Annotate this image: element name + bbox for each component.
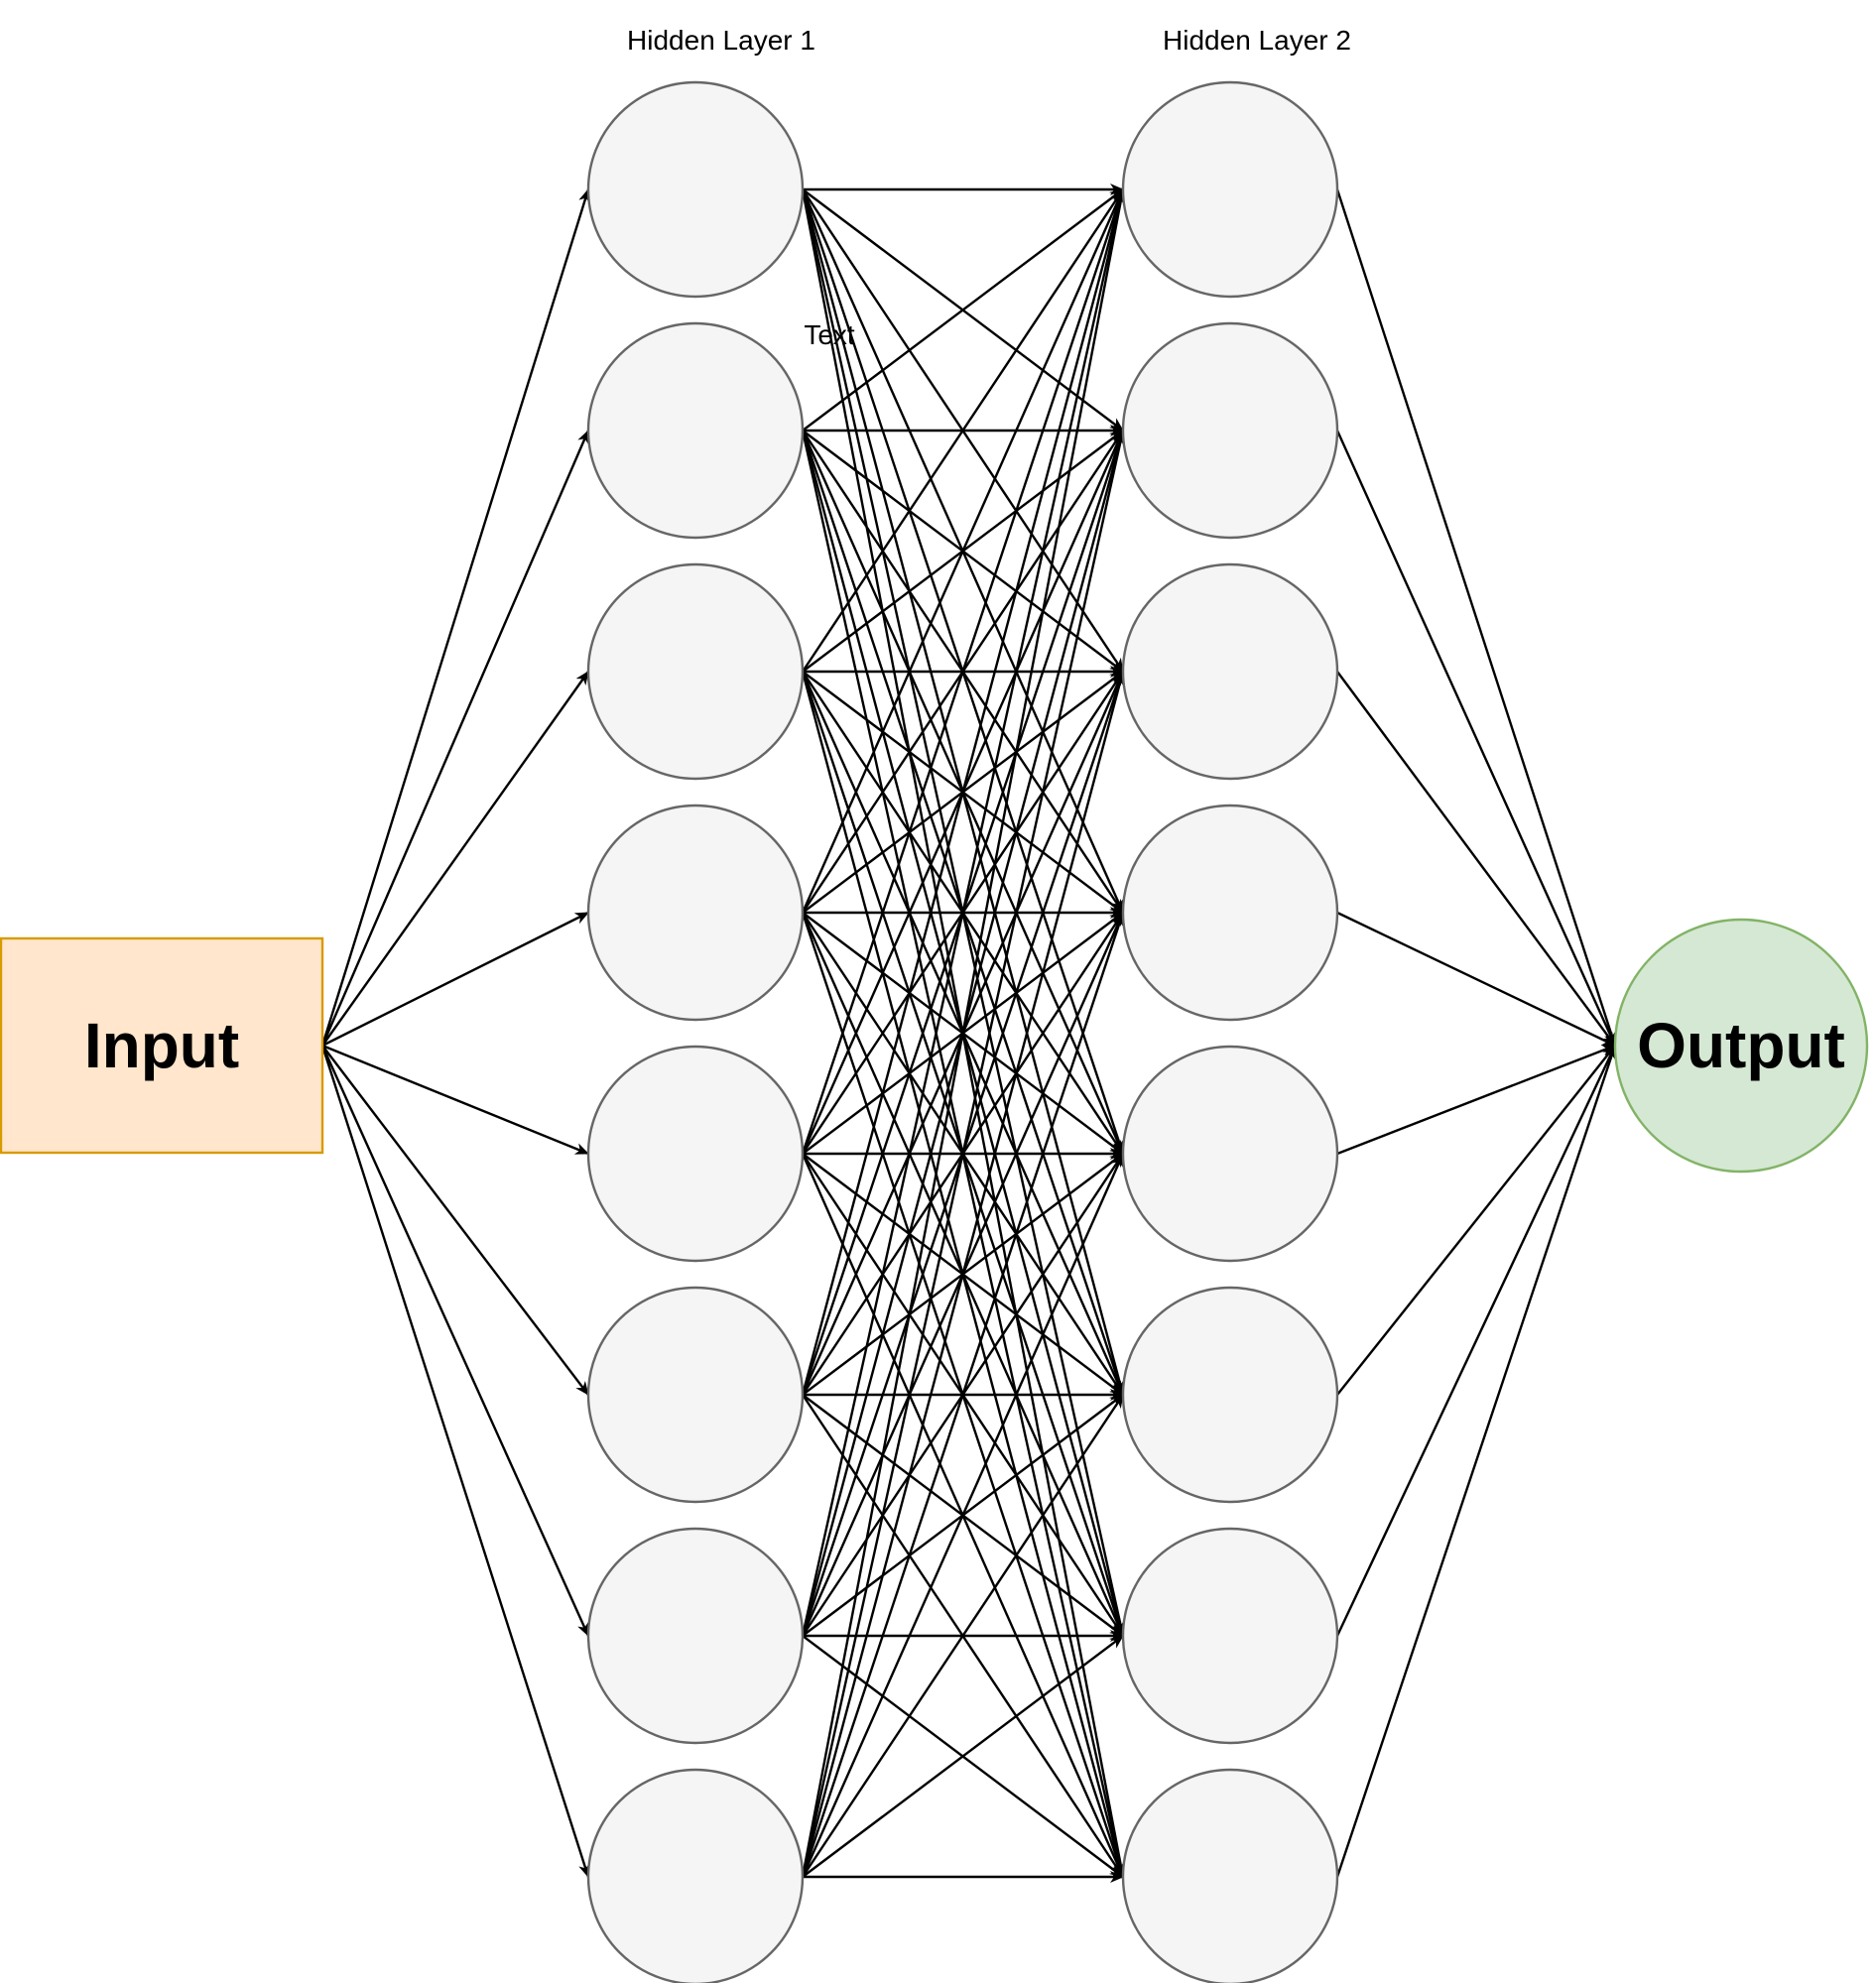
edge-input-to-h1-6	[321, 1045, 589, 1396]
hidden-layer-1-neuron-2[interactable]	[586, 321, 805, 540]
edge-h1-8-to-h2-6	[802, 1394, 1124, 1878]
edge-h2-8-to-output	[1335, 1045, 1617, 1878]
hidden-layer-2-neuron-5[interactable]	[1121, 1045, 1339, 1263]
hidden-layer-1-neuron-8[interactable]	[586, 1768, 805, 1983]
edge-h1-5-to-h2-1	[801, 188, 1125, 1155]
hidden-layer-2-neuron-8[interactable]	[1121, 1768, 1339, 1983]
edge-h2-5-to-output	[1336, 1044, 1616, 1156]
hidden-layer-1	[586, 80, 805, 1983]
edge-h1-8-to-h2-5	[801, 1153, 1125, 1878]
hidden-layer-2-neuron-6[interactable]	[1121, 1286, 1339, 1504]
edge-h1-4-to-h2-1	[801, 188, 1125, 914]
edge-h1-8-to-h2-3	[801, 671, 1126, 1878]
connections	[320, 184, 1617, 1883]
edge-h1-7-to-h2-1	[801, 188, 1127, 1637]
edge-h1-6-to-h2-1	[801, 188, 1126, 1396]
hidden-layer-1-neuron-3[interactable]	[586, 562, 805, 781]
edge-h2-1-to-output	[1335, 188, 1617, 1047]
hidden-layer-2-neuron-1[interactable]	[1121, 80, 1339, 299]
input-node[interactable]	[0, 936, 324, 1155]
edge-h2-4-to-output	[1336, 911, 1616, 1048]
hidden-layer-1-neuron-4[interactable]	[586, 804, 805, 1022]
hidden-layer-1-title: Hidden Layer 1	[627, 25, 815, 56]
edge-h1-8-to-h2-4	[801, 912, 1125, 1878]
hidden-layer-2-neuron-3[interactable]	[1121, 562, 1339, 781]
edge-h2-2-to-output	[1335, 430, 1617, 1047]
edge-h1-8-to-h2-1	[801, 188, 1127, 1878]
edge-h1-2-to-h2-1	[802, 188, 1124, 432]
hidden-layer-2-neuron-2[interactable]	[1121, 321, 1339, 540]
edge-input-to-h1-3	[321, 671, 589, 1047]
input-label: Input	[84, 1010, 239, 1081]
stray-text-label: Text	[804, 319, 855, 350]
hidden-layer-1-neuron-1[interactable]	[586, 80, 805, 299]
edge-h1-8-to-h2-2	[801, 430, 1127, 1878]
hidden-layer-1-neuron-5[interactable]	[586, 1045, 805, 1263]
edge-h1-8-to-h2-7	[802, 1635, 1124, 1878]
edge-h2-6-to-output	[1336, 1045, 1616, 1396]
hidden-layer-2-title: Hidden Layer 2	[1163, 25, 1351, 56]
edge-input-to-h1-8	[320, 1045, 590, 1878]
edge-input-to-h1-4	[321, 911, 589, 1048]
edge-input-to-h1-5	[321, 1044, 589, 1156]
edge-h2-3-to-output	[1336, 671, 1616, 1047]
output-label: Output	[1637, 1010, 1845, 1081]
hidden-layer-1-neuron-6[interactable]	[586, 1286, 805, 1504]
edge-h1-3-to-h2-1	[802, 188, 1124, 673]
output-node[interactable]	[1613, 918, 1869, 1174]
hidden-layer-2-neuron-4[interactable]	[1121, 804, 1339, 1022]
hidden-layer-2-neuron-7[interactable]	[1121, 1527, 1339, 1745]
hidden-layer-1-neuron-7[interactable]	[586, 1527, 805, 1745]
edge-input-to-h1-7	[320, 1045, 590, 1637]
edge-input-to-h1-2	[320, 430, 590, 1047]
hidden-layer-2	[1121, 80, 1339, 1983]
edge-h2-7-to-output	[1335, 1045, 1617, 1637]
edge-input-to-h1-1	[320, 188, 590, 1047]
